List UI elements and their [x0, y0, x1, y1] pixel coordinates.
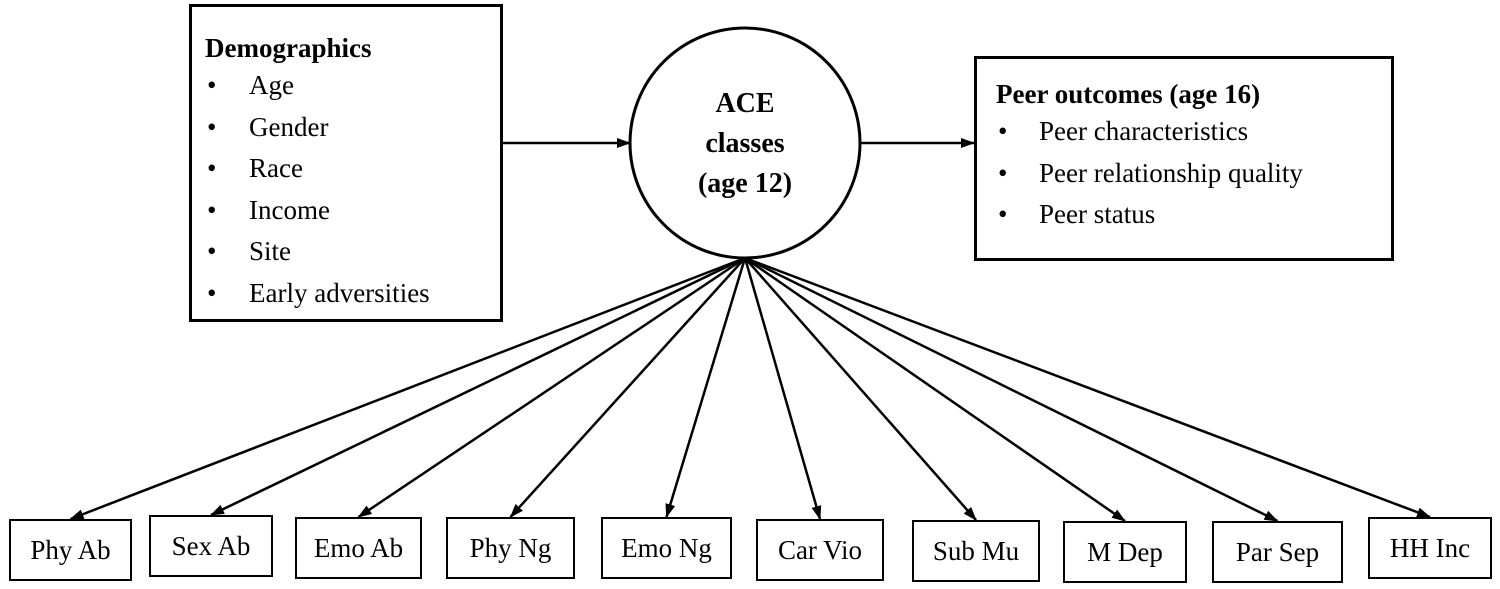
- demographics-box: Demographics Age Gender Race Income Site…: [189, 4, 503, 322]
- indicator-box-phy-ab: Phy Ab: [9, 519, 132, 581]
- peer-outcomes-item: Peer status: [996, 194, 1391, 236]
- ace-classes-line: ACE: [715, 88, 775, 119]
- demographics-item: Age: [205, 65, 500, 107]
- arrow-ace-to-indicator-3: [509, 257, 746, 518]
- demographics-item: Gender: [205, 107, 500, 149]
- peer-outcomes-item: Peer characteristics: [996, 111, 1391, 153]
- peer-outcomes-item: Peer relationship quality: [996, 153, 1391, 195]
- demographics-item: Site: [205, 231, 500, 273]
- indicator-box-sub-mu: Sub Mu: [912, 520, 1040, 582]
- arrow-ace-to-indicator-5: [743, 257, 822, 520]
- demographics-title: Demographics: [205, 33, 372, 63]
- arrow-ace-to-indicator-4: [665, 257, 747, 518]
- indicator-box-m-dep: M Dep: [1063, 521, 1187, 583]
- arrow-ace-to-indicator-8: [744, 256, 1279, 523]
- demographics-list: Age Gender Race Income Site Early advers…: [205, 65, 500, 314]
- arrow-ace-to-indicator-0: [69, 256, 746, 521]
- arrow-ace-to-indicator-9: [744, 256, 1431, 519]
- arrow-ace-to-indicator-7: [744, 256, 1126, 523]
- indicator-box-sex-ab: Sex Ab: [149, 515, 273, 577]
- arrow-ace-to-indicator-2: [357, 256, 746, 519]
- arrow-ace-to-indicator-6: [744, 257, 977, 521]
- ace-classes-label: ACE classes (age 12): [632, 84, 858, 204]
- indicator-box-par-sep: Par Sep: [1212, 521, 1343, 583]
- demographics-item: Income: [205, 190, 500, 232]
- indicator-box-emo-ab: Emo Ab: [295, 517, 422, 579]
- peer-outcomes-list: Peer characteristics Peer relationship q…: [996, 111, 1391, 236]
- indicator-box-phy-ng: Phy Ng: [446, 517, 575, 579]
- ace-classes-line: classes: [705, 128, 785, 159]
- indicator-box-emo-ng: Emo Ng: [601, 517, 732, 579]
- arrow-ace-to-indicator-1: [210, 256, 746, 517]
- ace-classes-line: (age 12): [697, 168, 793, 199]
- demographics-item: Race: [205, 148, 500, 190]
- demographics-item: Early adversities: [205, 273, 500, 315]
- indicator-box-car-vio: Car Vio: [756, 519, 884, 581]
- indicator-box-hh-inc: HH Inc: [1368, 517, 1492, 579]
- peer-outcomes-box: Peer outcomes (age 16) Peer characterist…: [974, 56, 1394, 261]
- peer-outcomes-title: Peer outcomes (age 16): [996, 79, 1261, 109]
